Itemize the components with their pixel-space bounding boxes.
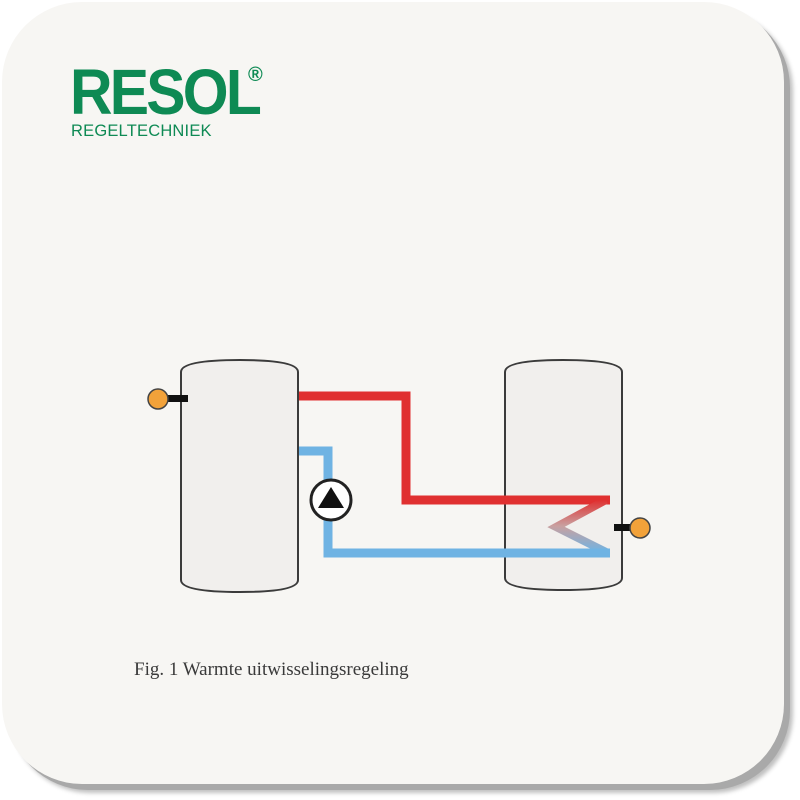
- sensor-icon: [629, 517, 651, 539]
- figure-caption: Fig. 1 Warmte uitwisselingsregeling: [134, 659, 409, 680]
- logo-subtitle: REGELTECHNIEK: [71, 122, 212, 140]
- sensor-right: [614, 517, 651, 539]
- resol-logo: RESOL ® REGELTECHNIEK: [70, 56, 275, 141]
- circulation-pump: [309, 478, 353, 522]
- logo-wordmark: RESOL: [70, 56, 262, 128]
- storage-tank-left: [180, 358, 299, 594]
- sensor-left: [147, 388, 188, 410]
- hot-pipe: [299, 391, 610, 505]
- sensor-icon: [147, 388, 169, 410]
- registered-mark: ®: [248, 64, 263, 86]
- pump-icon: [318, 487, 344, 508]
- heat-exchanger-coil: [547, 496, 608, 556]
- storage-tank-right: [504, 358, 623, 592]
